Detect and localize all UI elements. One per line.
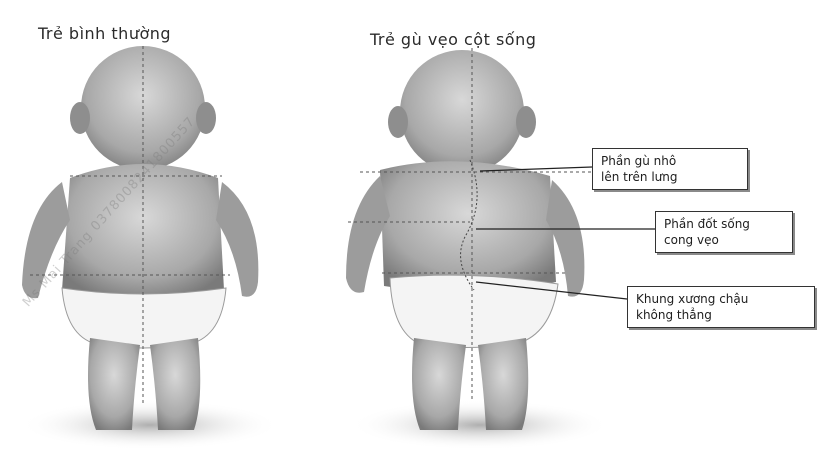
callout-spine-line-1: Phần đốt sống xyxy=(664,216,784,232)
callout-hump-line-2: lên trên lưng xyxy=(601,169,739,185)
scoliosis-child-figure xyxy=(346,48,655,450)
title-scoliosis-child: Trẻ gù vẹo cột sống xyxy=(370,30,536,49)
callout-pelvis: Khung xương chậu không thẳng xyxy=(627,286,815,328)
callout-hump-line-1: Phần gù nhô xyxy=(601,153,739,169)
callout-curved-spine: Phần đốt sống cong vẹo xyxy=(655,211,793,253)
title-normal-child: Trẻ bình thường xyxy=(38,24,171,43)
callout-hump: Phần gù nhô lên trên lưng xyxy=(592,148,748,190)
callout-pelvis-line-1: Khung xương chậu xyxy=(636,291,806,307)
callout-spine-line-2: cong vẹo xyxy=(664,232,784,248)
callout-pelvis-line-2: không thẳng xyxy=(636,307,806,323)
normal-child-figure xyxy=(20,46,280,450)
